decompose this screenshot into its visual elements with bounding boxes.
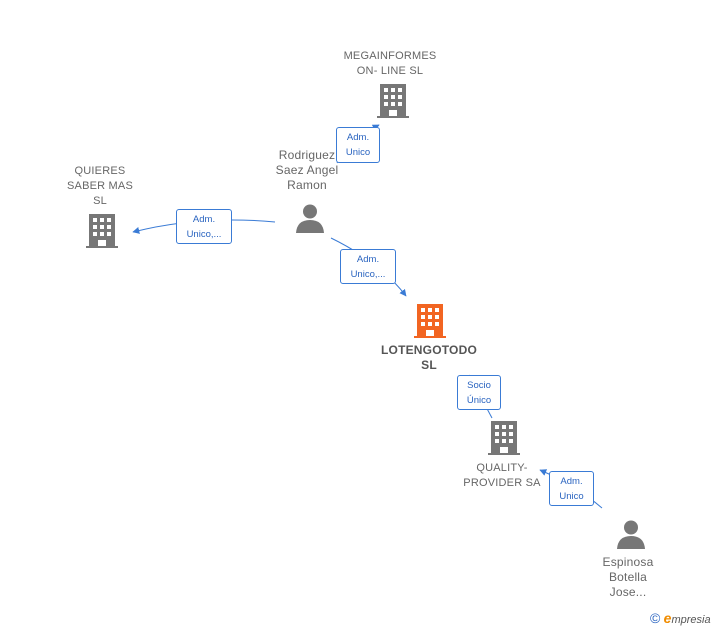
node-label-quality: QUALITY- PROVIDER SA — [447, 461, 557, 491]
label-line: MEGAINFORMES — [343, 50, 437, 62]
edge-label-adm-unico[interactable]: Adm. Unico,... — [340, 249, 396, 284]
building-icon-highlight[interactable] — [414, 304, 446, 338]
edge-label-line: Unico,... — [186, 229, 222, 240]
person-icon[interactable] — [295, 203, 325, 233]
label-line: Saez Angel — [275, 163, 339, 177]
label-line: SL — [421, 358, 437, 372]
node-label-espinosa: Espinosa Botella Jose... — [588, 555, 668, 600]
label-line: SL — [93, 195, 107, 207]
edge-label-line: Socio — [467, 380, 491, 391]
edge-label-adm-unico[interactable]: Adm. Unico — [336, 127, 380, 163]
label-line: QUALITY- — [476, 462, 528, 474]
label-line: Ramon — [287, 178, 327, 192]
label-line: PROVIDER SA — [463, 477, 541, 489]
edge-label-line: Adm. — [356, 254, 380, 265]
building-icon[interactable] — [377, 84, 409, 118]
edge-label-line: Único — [466, 395, 492, 406]
building-icon[interactable] — [86, 214, 118, 248]
edge-label-line: Unico — [345, 147, 371, 158]
empresia-watermark: © empresia — [650, 610, 711, 628]
label-line: LOTENGOTODO — [381, 343, 477, 357]
label-line: SABER MAS — [67, 180, 133, 192]
node-label-megainformes: MEGAINFORMES ON- LINE SL — [320, 49, 460, 79]
edge-label-line: Unico,... — [350, 269, 386, 280]
copyright-symbol: © — [650, 610, 661, 626]
person-icon[interactable] — [616, 519, 646, 549]
label-line: Espinosa — [602, 555, 654, 569]
edge-label-adm-unico[interactable]: Adm. Unico — [549, 471, 594, 506]
label-line: Rodriguez — [278, 148, 336, 162]
node-label-lotengotodo: LOTENGOTODO SL — [362, 343, 496, 373]
brand-initial: e — [663, 610, 672, 626]
edge-label-adm-unico[interactable]: Adm. Unico,... — [176, 209, 232, 244]
label-line: Botella — [608, 570, 648, 584]
label-line: Jose... — [609, 585, 647, 599]
label-line: ON- LINE SL — [356, 65, 424, 77]
node-label-rodriguez: Rodriguez Saez Angel Ramon — [257, 148, 357, 193]
edge-label-line: Adm. — [346, 132, 370, 143]
node-label-quieres: QUIERES SABER MAS SL — [45, 164, 155, 209]
brand-text: mpresia — [671, 614, 711, 626]
edge-label-line: Unico — [559, 491, 584, 502]
edge-label-socio-unico[interactable]: Socio Único — [457, 375, 501, 410]
label-line: QUIERES — [74, 165, 126, 177]
edge-label-line: Adm. — [192, 214, 216, 225]
building-icon[interactable] — [488, 421, 520, 455]
edge-label-line: Adm. — [560, 476, 583, 487]
